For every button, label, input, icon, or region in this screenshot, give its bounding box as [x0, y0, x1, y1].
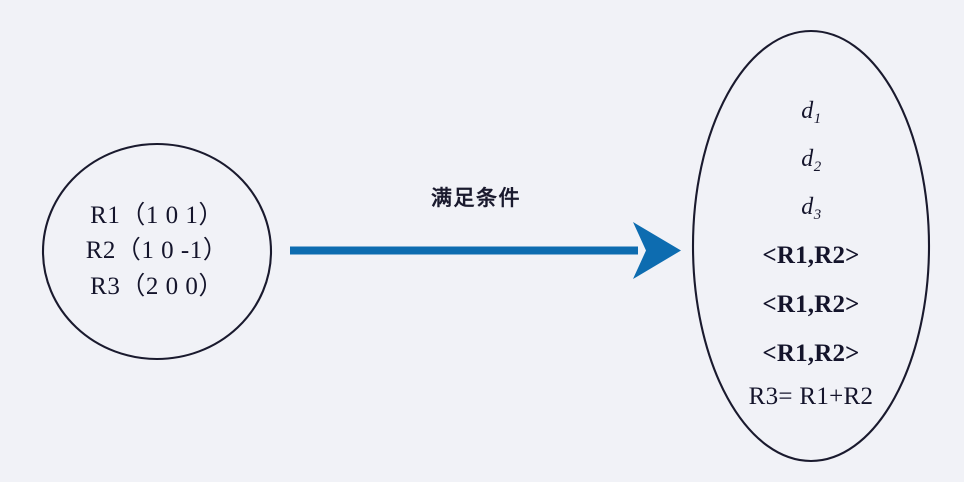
right-ellipse-content: d1 d2 d3 <R1,R2> <R1,R2> <R1,R2> R3= R1+… — [692, 30, 930, 462]
pair-line-1: <R1,R2> — [762, 242, 860, 269]
document-item-d2-sub: 2 — [813, 158, 822, 175]
arrow-shaft — [290, 246, 638, 255]
condition-arrow — [290, 222, 681, 279]
equation-line: R3= R1+R2 — [748, 383, 874, 410]
pair-line-3: <R1,R2> — [762, 340, 860, 367]
document-item-d2: d2 — [801, 146, 821, 174]
document-item-d3-sub: 3 — [813, 206, 822, 223]
arrow-head-icon — [633, 222, 681, 279]
document-item-d1-sub: 1 — [813, 110, 822, 127]
document-item-d1-base: d — [801, 98, 814, 124]
document-item-d3: d3 — [801, 194, 821, 222]
document-item-d2-base: d — [801, 146, 814, 172]
left-ellipse-content: R1（1 0 1） R2（1 0 -1） R3（2 0 0） — [42, 143, 272, 360]
left-ellipse-outline — [41, 142, 273, 361]
vector-line-r2: R2（1 0 -1） — [85, 237, 229, 265]
right-ellipse-outline — [691, 29, 931, 463]
vector-line-r1: R1（1 0 1） — [90, 202, 224, 230]
pair-line-2: <R1,R2> — [762, 291, 860, 318]
document-item-d3-base: d — [801, 194, 814, 220]
vector-line-r3: R3（2 0 0） — [90, 272, 224, 300]
arrow-label: 满足条件 — [431, 187, 521, 210]
document-item-d1: d1 — [801, 98, 821, 126]
